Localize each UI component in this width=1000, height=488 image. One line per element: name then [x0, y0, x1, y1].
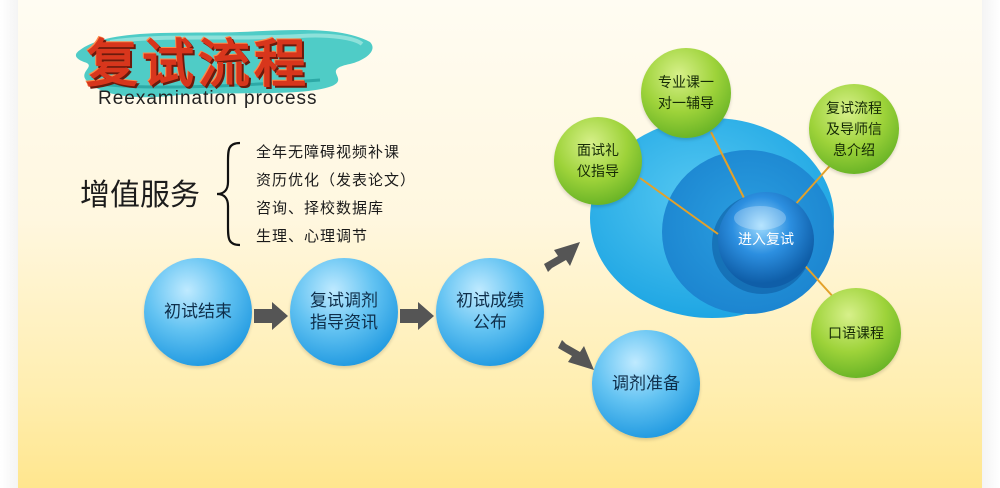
center-circle-highlight	[734, 206, 786, 230]
value-added-item: 全年无障碍视频补课	[256, 144, 401, 161]
connector-line	[793, 159, 836, 207]
service-major-tutoring: 专业课一对一辅导	[641, 48, 731, 138]
step-label: 指导资讯	[310, 313, 378, 332]
arrow-down-right-icon	[558, 340, 594, 370]
right-page-margin	[982, 0, 1000, 488]
service-label: 对一辅导	[658, 95, 714, 111]
service-label: 面试礼	[577, 142, 619, 158]
arrow-right-icon	[400, 302, 434, 330]
service-process-advisor-info: 复试流程及导师信息介绍	[809, 84, 899, 174]
service-label: 复试流程	[826, 99, 882, 116]
step-label: 初试成绩	[456, 291, 524, 310]
step-initial-exam-end: 初试结束	[144, 258, 252, 366]
value-added-item: 咨询、择校数据库	[256, 200, 385, 217]
step-label: 公布	[473, 313, 507, 332]
connector-layer	[590, 118, 837, 318]
connector-line	[710, 131, 747, 203]
page-title: 复试流程	[86, 34, 311, 95]
value-added-list: 全年无障碍视频补课 资历优化（发表论文） 咨询、择校数据库 生理、心理调节	[256, 139, 416, 251]
service-oral-course: 口语课程	[811, 288, 901, 378]
arrow-up-right-icon	[544, 242, 580, 272]
step-label: 复试调剂	[310, 291, 378, 310]
service-label: 专业课一	[658, 74, 714, 90]
value-added-label: 增值服务	[80, 179, 200, 212]
center-circle	[718, 192, 814, 288]
service-label: 及导师信	[826, 120, 882, 137]
step-scores-published: 初试成绩公布	[436, 258, 544, 366]
service-label: 口语课程	[828, 324, 884, 341]
center-node-label: 进入复试	[738, 231, 794, 247]
connector-line	[639, 177, 719, 235]
step-label: 初试结束	[164, 302, 232, 321]
service-label: 仪指导	[577, 163, 619, 179]
service-interview-etiquette: 面试礼仪指导	[554, 117, 642, 205]
arrow-right-icon	[254, 302, 288, 330]
left-page-margin	[0, 0, 18, 488]
process-diagram: 复试流程 Reexamination process 增值服务 全年无障碍视频补…	[18, 0, 982, 488]
step-adjustment-prep: 调剂准备	[592, 330, 700, 438]
page-subtitle: Reexamination process	[98, 88, 318, 109]
step-adjustment-guidance: 复试调剂指导资讯	[290, 258, 398, 366]
service-label: 息介绍	[833, 141, 875, 158]
brush-stroke-decoration	[75, 30, 373, 98]
curly-brace-icon	[216, 141, 241, 247]
center-node: 进入复试	[718, 204, 814, 274]
step-label: 调剂准备	[612, 374, 680, 393]
value-added-item: 资历优化（发表论文）	[256, 172, 417, 189]
value-added-item: 生理、心理调节	[256, 228, 369, 245]
